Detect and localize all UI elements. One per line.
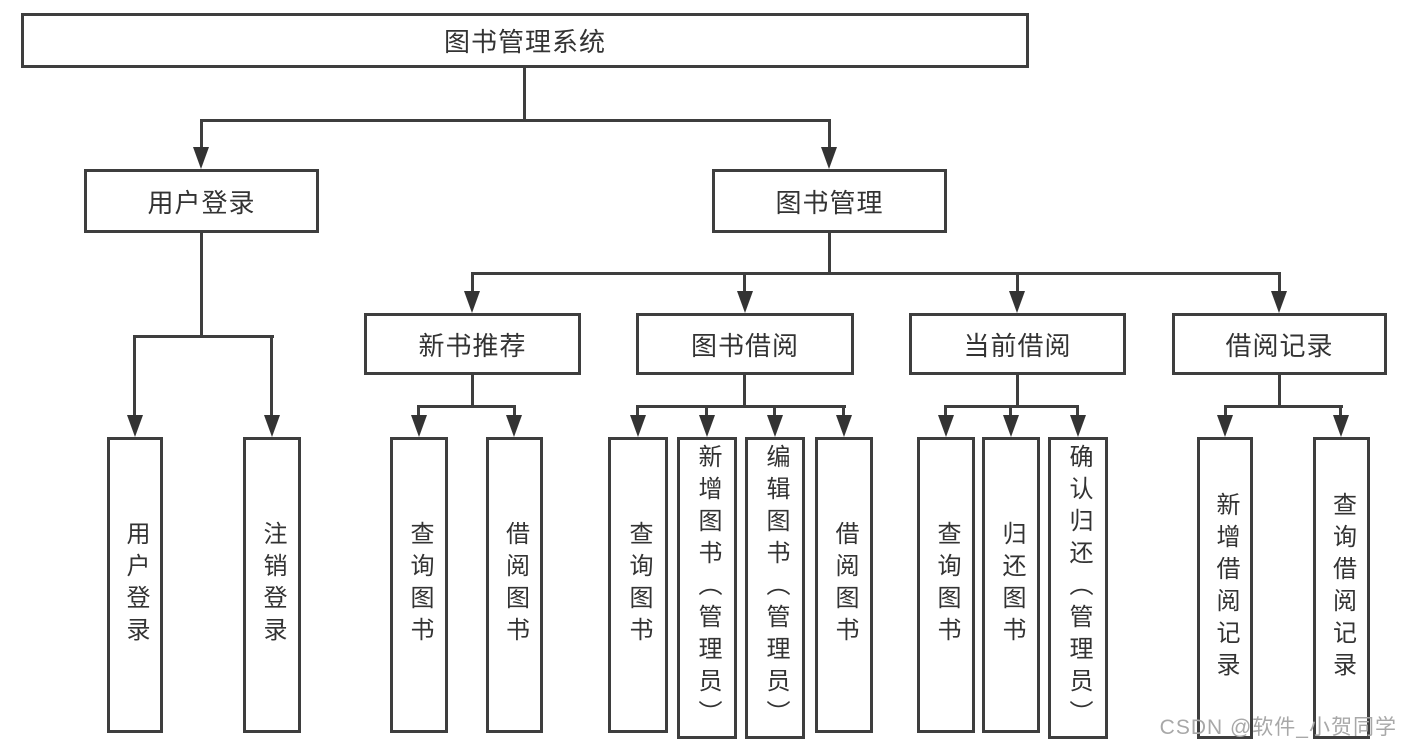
leaf-label: 借阅图书	[501, 521, 529, 649]
arrow-down-icon	[506, 415, 522, 437]
connector-line	[133, 335, 274, 338]
connector-line	[1278, 375, 1281, 408]
node-label: 借阅记录	[1225, 330, 1334, 361]
leaf-query-books-current: 查询图书	[917, 437, 975, 733]
arrow-down-icon	[193, 147, 209, 169]
leaf-user-login: 用户登录	[107, 437, 163, 733]
connector-line	[1076, 405, 1079, 415]
connector-line	[523, 68, 526, 122]
node-book-management: 图书管理	[712, 169, 947, 233]
connector-line	[200, 119, 831, 122]
connector-line	[773, 405, 776, 415]
connector-line	[944, 405, 947, 415]
arrow-down-icon	[836, 415, 852, 437]
leaf-label: 归还图书	[998, 521, 1025, 649]
connector-line	[1339, 405, 1342, 415]
leaf-label: 借阅图书	[831, 521, 858, 649]
connector-line	[636, 405, 639, 415]
arrow-down-icon	[1070, 415, 1086, 437]
arrow-down-icon	[821, 147, 837, 169]
arrow-down-icon	[127, 415, 143, 437]
connector-line	[828, 119, 831, 147]
leaf-label: 编辑图书（管理员）	[762, 444, 789, 732]
arrow-down-icon	[737, 291, 753, 313]
connector-line	[743, 375, 746, 408]
arrow-down-icon	[1271, 291, 1287, 313]
leaf-add-borrow-record: 新增借阅记录	[1197, 437, 1253, 739]
leaf-borrow-books: 借阅图书	[815, 437, 873, 733]
arrow-down-icon	[699, 415, 715, 437]
node-user-login: 用户登录	[84, 169, 319, 233]
connector-line	[1016, 272, 1019, 291]
connector-line	[1009, 405, 1012, 415]
arrow-down-icon	[767, 415, 783, 437]
connector-line	[705, 405, 708, 415]
node-label: 当前借阅	[963, 330, 1072, 361]
arrow-down-icon	[264, 415, 280, 437]
leaf-label: 查询借阅记录	[1328, 492, 1356, 684]
connector-line	[200, 233, 203, 338]
connector-line	[636, 405, 846, 408]
arrow-down-icon	[411, 415, 427, 437]
leaf-add-books-admin: 新增图书（管理员）	[677, 437, 737, 739]
leaf-label: 新增图书（管理员）	[694, 444, 721, 732]
arrow-down-icon	[1003, 415, 1019, 437]
connector-line	[270, 335, 273, 415]
connector-line	[1016, 375, 1019, 408]
node-label: 用户登录	[147, 187, 256, 218]
connector-line	[471, 272, 1281, 275]
connector-line	[471, 272, 474, 291]
connector-line	[1278, 272, 1281, 291]
arrow-down-icon	[1217, 415, 1233, 437]
node-library-system: 图书管理系统	[21, 13, 1029, 68]
node-borrow-records: 借阅记录	[1172, 313, 1387, 375]
leaf-label: 查询图书	[933, 521, 960, 649]
node-book-borrowing: 图书借阅	[636, 313, 854, 375]
connector-line	[842, 405, 845, 415]
leaf-borrow-books-recommend: 借阅图书	[486, 437, 543, 733]
node-label: 图书借阅	[690, 330, 799, 361]
arrow-down-icon	[1009, 291, 1025, 313]
leaf-label: 确认归还（管理员）	[1065, 444, 1092, 732]
leaf-return-books: 归还图书	[982, 437, 1040, 733]
arrow-down-icon	[938, 415, 954, 437]
connector-line	[513, 405, 516, 415]
csdn-watermark: CSDN @软件_小贺同学	[1159, 716, 1397, 739]
node-new-book-recommend: 新书推荐	[364, 313, 581, 375]
leaf-logout: 注销登录	[243, 437, 301, 733]
node-label: 新书推荐	[418, 330, 527, 361]
connector-line	[133, 335, 136, 415]
leaf-query-books-borrowing: 查询图书	[608, 437, 668, 733]
arrow-down-icon	[464, 291, 480, 313]
leaf-label: 注销登录	[259, 521, 286, 649]
connector-line	[1224, 405, 1227, 415]
node-current-borrowing: 当前借阅	[909, 313, 1126, 375]
connector-line	[1224, 405, 1343, 408]
leaf-edit-books-admin: 编辑图书（管理员）	[745, 437, 805, 739]
connector-line	[743, 272, 746, 291]
node-label: 图书管理系统	[443, 27, 606, 57]
connector-line	[471, 375, 474, 408]
leaf-label: 新增借阅记录	[1212, 492, 1239, 684]
leaf-confirm-return-admin: 确认归还（管理员）	[1048, 437, 1108, 739]
connector-line	[417, 405, 420, 415]
arrow-down-icon	[630, 415, 646, 437]
node-label: 图书管理	[775, 187, 884, 218]
arrow-down-icon	[1333, 415, 1349, 437]
leaf-label: 用户登录	[122, 521, 149, 649]
connector-line	[828, 233, 831, 275]
leaf-label: 查询图书	[625, 521, 652, 649]
connector-line	[200, 119, 203, 147]
leaf-query-books-recommend: 查询图书	[390, 437, 448, 733]
leaf-label: 查询图书	[406, 521, 433, 649]
connector-line	[417, 405, 516, 408]
leaf-query-borrow-record: 查询借阅记录	[1313, 437, 1370, 739]
